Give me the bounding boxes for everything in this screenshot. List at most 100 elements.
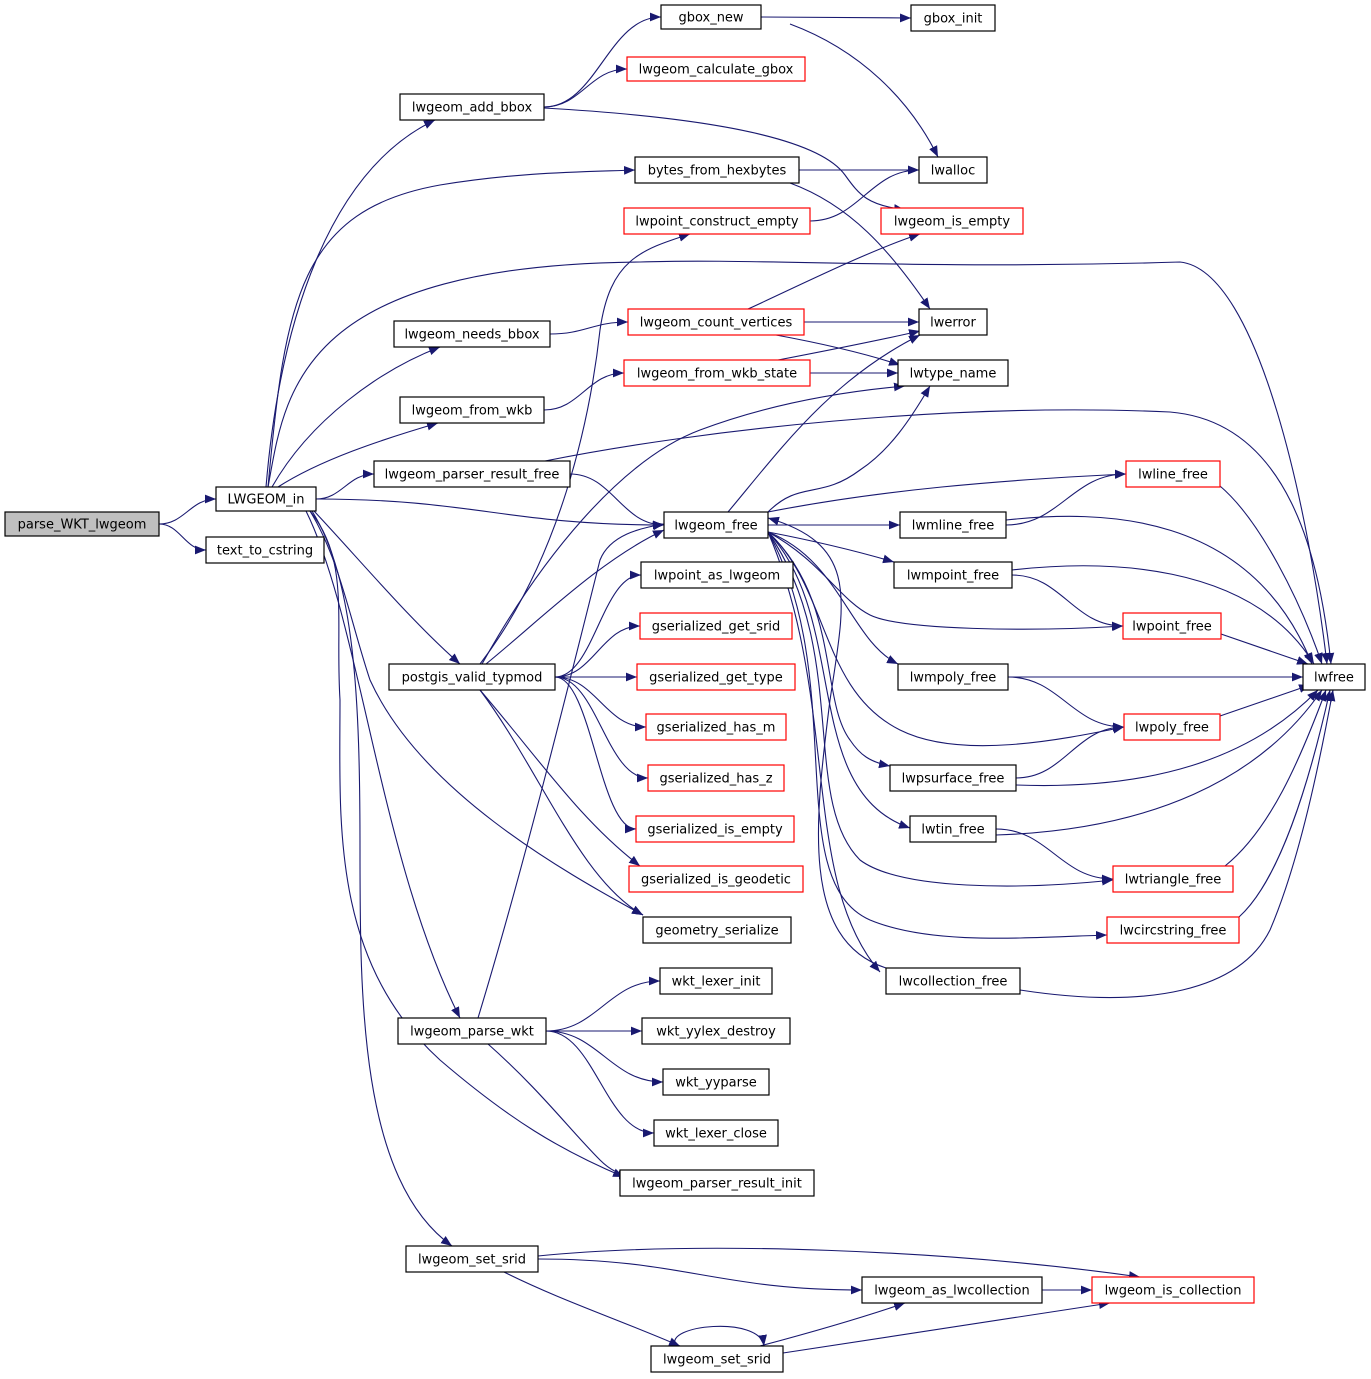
node-gserialized_is_geodetic[interactable]: gserialized_is_geodetic bbox=[628, 865, 804, 893]
node-label: lwcollection_free bbox=[899, 975, 1008, 990]
node-lwgeom_set_srid_2[interactable]: lwgeom_set_srid bbox=[650, 1345, 784, 1373]
edge-lwgeom_free-to-lwtype_name bbox=[767, 385, 931, 513]
node-label: lwtype_name bbox=[910, 367, 997, 382]
node-gserialized_get_type[interactable]: gserialized_get_type bbox=[636, 663, 796, 691]
node-parse_WKT_lwgeom[interactable]: parse_WKT_lwgeom bbox=[4, 511, 160, 537]
edge-lwgeom_parse_wkt-to-wkt_lexer_init bbox=[545, 976, 661, 1032]
node-box bbox=[897, 663, 1009, 691]
edge-lwgeom_set_srid_1-to-lwgeom_set_srid_2 bbox=[503, 1271, 681, 1347]
node-lwgeom_as_lwcollection[interactable]: lwgeom_as_lwcollection bbox=[861, 1276, 1043, 1304]
node-lwgeom_from_wkb_state[interactable]: lwgeom_from_wkb_state bbox=[623, 359, 811, 387]
node-lwline_free[interactable]: lwline_free bbox=[1125, 460, 1221, 488]
node-gbox_new[interactable]: gbox_new bbox=[660, 4, 762, 30]
node-lwtriangle_free[interactable]: lwtriangle_free bbox=[1112, 865, 1234, 893]
node-geometry_serialize[interactable]: geometry_serialize bbox=[642, 916, 792, 944]
node-gserialized_has_z[interactable]: gserialized_has_z bbox=[647, 764, 785, 792]
node-wkt_lexer_close[interactable]: wkt_lexer_close bbox=[653, 1119, 779, 1147]
node-lwpsurface_free[interactable]: lwpsurface_free bbox=[889, 764, 1017, 792]
node-lwgeom_is_collection[interactable]: lwgeom_is_collection bbox=[1091, 1276, 1255, 1304]
node-LWGEOM_in[interactable]: LWGEOM_in bbox=[215, 486, 317, 512]
node-box bbox=[885, 967, 1021, 995]
edge-lwtriangle_free-to-lwfree bbox=[1224, 689, 1327, 867]
node-box bbox=[640, 561, 794, 589]
node-box bbox=[897, 359, 1009, 387]
node-label: lwpoly_free bbox=[1135, 721, 1209, 736]
node-box bbox=[663, 511, 769, 539]
node-label: lwpoint_construct_empty bbox=[635, 215, 798, 230]
node-label: lwgeom_set_srid bbox=[663, 1353, 771, 1368]
node-lwgeom_free[interactable]: lwgeom_free bbox=[663, 511, 769, 539]
node-lwgeom_add_bbox[interactable]: lwgeom_add_bbox bbox=[399, 93, 545, 121]
edge-LWGEOM_in-to-lwfree bbox=[267, 260, 1331, 665]
node-box bbox=[647, 764, 785, 792]
node-lwpoint_as_lwgeom[interactable]: lwpoint_as_lwgeom bbox=[640, 561, 794, 589]
node-box bbox=[893, 561, 1013, 589]
node-box bbox=[662, 1068, 770, 1096]
node-gbox_init[interactable]: gbox_init bbox=[910, 4, 996, 32]
edge-lwgeom_free-to-lwmpoly_free bbox=[767, 531, 899, 665]
node-label: lwpoint_as_lwgeom bbox=[654, 569, 780, 584]
node-lwgeom_parser_result_init[interactable]: lwgeom_parser_result_init bbox=[619, 1169, 815, 1197]
node-lwgeom_parser_result_free[interactable]: lwgeom_parser_result_free bbox=[373, 460, 571, 488]
node-box bbox=[909, 815, 997, 843]
node-lwtype_name[interactable]: lwtype_name bbox=[897, 359, 1009, 387]
node-bytes_from_hexbytes[interactable]: bytes_from_hexbytes bbox=[634, 156, 800, 184]
node-lwgeom_calculate_gbox[interactable]: lwgeom_calculate_gbox bbox=[626, 56, 806, 82]
node-text_to_cstring[interactable]: text_to_cstring bbox=[205, 536, 325, 564]
node-label: gserialized_get_type bbox=[649, 671, 783, 686]
node-wkt_yylex_destroy[interactable]: wkt_yylex_destroy bbox=[641, 1017, 791, 1045]
node-label: wkt_yylex_destroy bbox=[656, 1025, 776, 1040]
edge-lwline_free-to-lwfree bbox=[1219, 485, 1323, 665]
node-lwgeom_from_wkb[interactable]: lwgeom_from_wkb bbox=[399, 396, 545, 424]
node-lwgeom_parse_wkt[interactable]: lwgeom_parse_wkt bbox=[397, 1017, 547, 1045]
node-wkt_lexer_init[interactable]: wkt_lexer_init bbox=[659, 967, 773, 995]
edge-lwgeom_free-to-lwline_free bbox=[767, 470, 1127, 513]
node-gserialized_has_m[interactable]: gserialized_has_m bbox=[645, 713, 787, 741]
node-label: lwgeom_calculate_gbox bbox=[639, 63, 794, 78]
edge-lwgeom_free-to-lwcircstring_free bbox=[767, 531, 1108, 940]
node-box bbox=[626, 56, 806, 82]
node-lwmline_free[interactable]: lwmline_free bbox=[899, 511, 1007, 539]
node-lwpoint_free[interactable]: lwpoint_free bbox=[1122, 612, 1222, 640]
node-lwmpoly_free[interactable]: lwmpoly_free bbox=[897, 663, 1009, 691]
node-lwgeom_count_vertices[interactable]: lwgeom_count_vertices bbox=[627, 308, 805, 336]
edge-gbox_new-to-gbox_init bbox=[760, 13, 912, 23]
node-lwtin_free[interactable]: lwtin_free bbox=[909, 815, 997, 843]
node-lwerror[interactable]: lwerror bbox=[918, 308, 988, 336]
node-lwalloc[interactable]: lwalloc bbox=[918, 156, 988, 184]
node-label: lwalloc bbox=[931, 164, 976, 179]
edge-lwcircstring_free-to-lwfree bbox=[1238, 689, 1332, 918]
node-label: gserialized_get_srid bbox=[652, 620, 781, 635]
edge-lwgeom_parser_result_free-to-lwfree bbox=[544, 409, 1335, 665]
edge-lwgeom_free-to-lwtin_free bbox=[767, 531, 911, 829]
node-lwpoint_construct_empty[interactable]: lwpoint_construct_empty bbox=[623, 207, 811, 235]
edge-lwmpoint_free-to-lwpoint_free bbox=[1011, 574, 1124, 631]
node-label: lwgeom_is_empty bbox=[894, 215, 1011, 230]
node-box bbox=[634, 156, 800, 184]
node-lwfree[interactable]: lwfree bbox=[1302, 663, 1366, 691]
node-box bbox=[642, 916, 792, 944]
edge-lwgeom_needs_bbox-to-lwgeom_count_vertices bbox=[549, 317, 629, 335]
node-lwcircstring_free[interactable]: lwcircstring_free bbox=[1106, 916, 1240, 944]
edge-lwgeom_from_wkb_state-to-lwerror bbox=[777, 329, 921, 361]
node-postgis_valid_typmod[interactable]: postgis_valid_typmod bbox=[388, 663, 556, 691]
node-gserialized_is_empty[interactable]: gserialized_is_empty bbox=[635, 815, 795, 843]
node-gserialized_get_srid[interactable]: gserialized_get_srid bbox=[639, 612, 793, 640]
node-box bbox=[4, 511, 160, 537]
node-wkt_yyparse[interactable]: wkt_yyparse bbox=[662, 1068, 770, 1096]
node-label: wkt_lexer_init bbox=[672, 975, 761, 990]
node-lwcollection_free[interactable]: lwcollection_free bbox=[885, 967, 1021, 995]
edge-lwgeom_add_bbox-to-lwgeom_is_empty bbox=[543, 107, 906, 213]
edge-parse_WKT_lwgeom-to-text_to_cstring bbox=[158, 523, 207, 555]
node-lwgeom_needs_bbox[interactable]: lwgeom_needs_bbox bbox=[393, 320, 551, 348]
node-lwmpoint_free[interactable]: lwmpoint_free bbox=[893, 561, 1013, 589]
edge-lwgeom_set_srid_1-to-lwgeom_is_collection bbox=[537, 1247, 1141, 1280]
edge-LWGEOM_in-to-lwgeom_from_wkb bbox=[277, 421, 439, 488]
node-label: lwmpoly_free bbox=[910, 671, 997, 686]
node-lwgeom_set_srid_1[interactable]: lwgeom_set_srid bbox=[405, 1245, 539, 1273]
node-lwpoly_free[interactable]: lwpoly_free bbox=[1123, 713, 1221, 741]
edge-lwgeom_parse_wkt-to-wkt_lexer_close bbox=[545, 1030, 655, 1138]
node-lwgeom_is_empty[interactable]: lwgeom_is_empty bbox=[880, 207, 1024, 235]
node-box bbox=[861, 1276, 1043, 1304]
edge-lwgeom_free-to-lwtriangle_free bbox=[767, 531, 1114, 887]
